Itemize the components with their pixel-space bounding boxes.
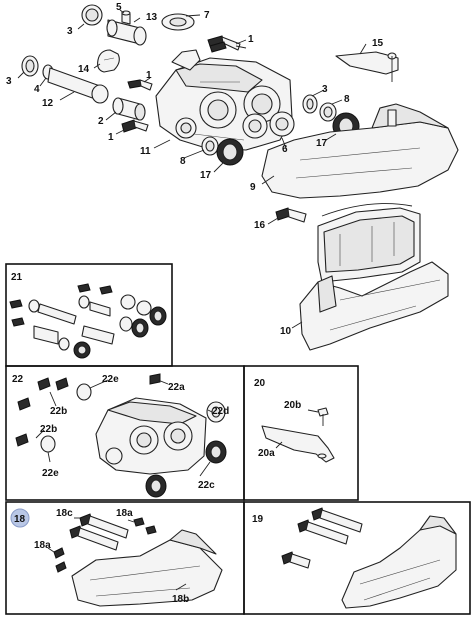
caliper-housing[interactable]	[155, 49, 293, 151]
label-18c: 18c	[56, 508, 73, 519]
label-2: 2	[98, 116, 104, 127]
panel-19-id: 19	[252, 514, 264, 525]
label-3-left: 3	[6, 76, 12, 87]
label-8-left: 8	[180, 156, 186, 167]
part-1-bolt-d[interactable]	[121, 119, 149, 133]
part-3-ring[interactable]	[21, 55, 39, 77]
label-22a: 22a	[168, 382, 185, 393]
label-14: 11	[140, 146, 151, 157]
label-22e-top: 22e	[102, 374, 119, 385]
label-15: 16	[254, 220, 266, 231]
part-2-sleeve[interactable]	[112, 97, 146, 121]
label-1-low: 1	[108, 132, 114, 143]
label-18a-left: 18a	[34, 540, 51, 551]
label-9: 9	[250, 182, 256, 193]
label-6: 6	[282, 144, 288, 155]
label-17-right: 17	[316, 138, 328, 149]
label-20b: 20b	[284, 400, 301, 411]
label-16: 14	[78, 64, 90, 75]
label-11: 15	[372, 38, 384, 49]
part-3-ring-right[interactable]	[302, 94, 318, 114]
label-18a-top: 18a	[116, 508, 133, 519]
part-8-ring-right[interactable]	[319, 102, 337, 122]
label-22e-low: 22e	[42, 468, 59, 479]
part-11-plate[interactable]	[335, 51, 399, 82]
label-1-top: 1	[248, 34, 254, 45]
part-7-seal[interactable]	[161, 13, 195, 31]
panel-20[interactable]: 20 20b 20a	[243, 365, 359, 501]
panel-19[interactable]: 19	[243, 501, 471, 615]
label-22c: 22c	[198, 480, 215, 491]
label-8-right: 8	[344, 94, 350, 105]
brake-pad-set[interactable]	[317, 203, 421, 283]
main-leader-lines	[17, 9, 367, 329]
main-exploded-view: 3 5 13 7 1 1 14 3 4 12 2 1 11 8 17 9 6 3…	[6, 2, 459, 351]
panel-18-id: 18	[14, 514, 26, 525]
label-20a: 20a	[258, 448, 275, 459]
label-12: 12	[42, 98, 54, 109]
label-5: 5	[116, 2, 122, 13]
panel-22-id: 22	[12, 374, 24, 385]
label-17-left: 17	[200, 170, 212, 181]
panel-22[interactable]: 22 22a 22b 22b 22c 22d 22e 22e	[5, 365, 245, 501]
label-18b: 18b	[172, 594, 189, 605]
part-9-carrier[interactable]	[261, 103, 459, 199]
panel-18-badge	[10, 508, 30, 528]
label-10: 10	[280, 326, 292, 337]
label-3-top: 3	[67, 26, 73, 37]
main-labels: 3 5 13 7 1 1 14 3 4 12 2 1 11 8 17 9 6 3…	[6, 2, 384, 337]
part-1-bolt-c[interactable]	[127, 79, 153, 91]
label-4: 4	[34, 84, 40, 95]
part-1-bolt-b[interactable]	[209, 41, 227, 53]
part-15-bolt[interactable]	[275, 207, 307, 223]
panel-21[interactable]: 21	[5, 263, 173, 367]
label-13: 13	[146, 12, 158, 23]
label-22b-low: 22b	[40, 424, 57, 435]
part-17-boot-left[interactable]	[216, 138, 244, 166]
panel-21-id: 21	[11, 272, 23, 283]
label-1-mid: 1	[146, 70, 152, 81]
panel-20-id: 20	[254, 378, 266, 389]
part-10-bracket[interactable]	[299, 261, 449, 351]
part-13-guide-sleeve[interactable]	[81, 4, 147, 46]
label-3-right: 3	[322, 84, 328, 95]
part-8-ring-left[interactable]	[201, 136, 219, 156]
part-6-tappet-left[interactable]	[242, 113, 268, 139]
label-7: 7	[204, 10, 210, 21]
part-6-tappet-right[interactable]	[269, 111, 295, 137]
part-16-clip[interactable]	[97, 49, 120, 73]
label-22d: 22d	[212, 406, 229, 417]
panel-18[interactable]: 18 18c 18a 18a 18b	[5, 501, 245, 615]
part-12-guide-pin[interactable]	[47, 67, 109, 104]
label-22b-top: 22b	[50, 406, 67, 417]
part-1-bolt-a[interactable]	[207, 35, 241, 51]
